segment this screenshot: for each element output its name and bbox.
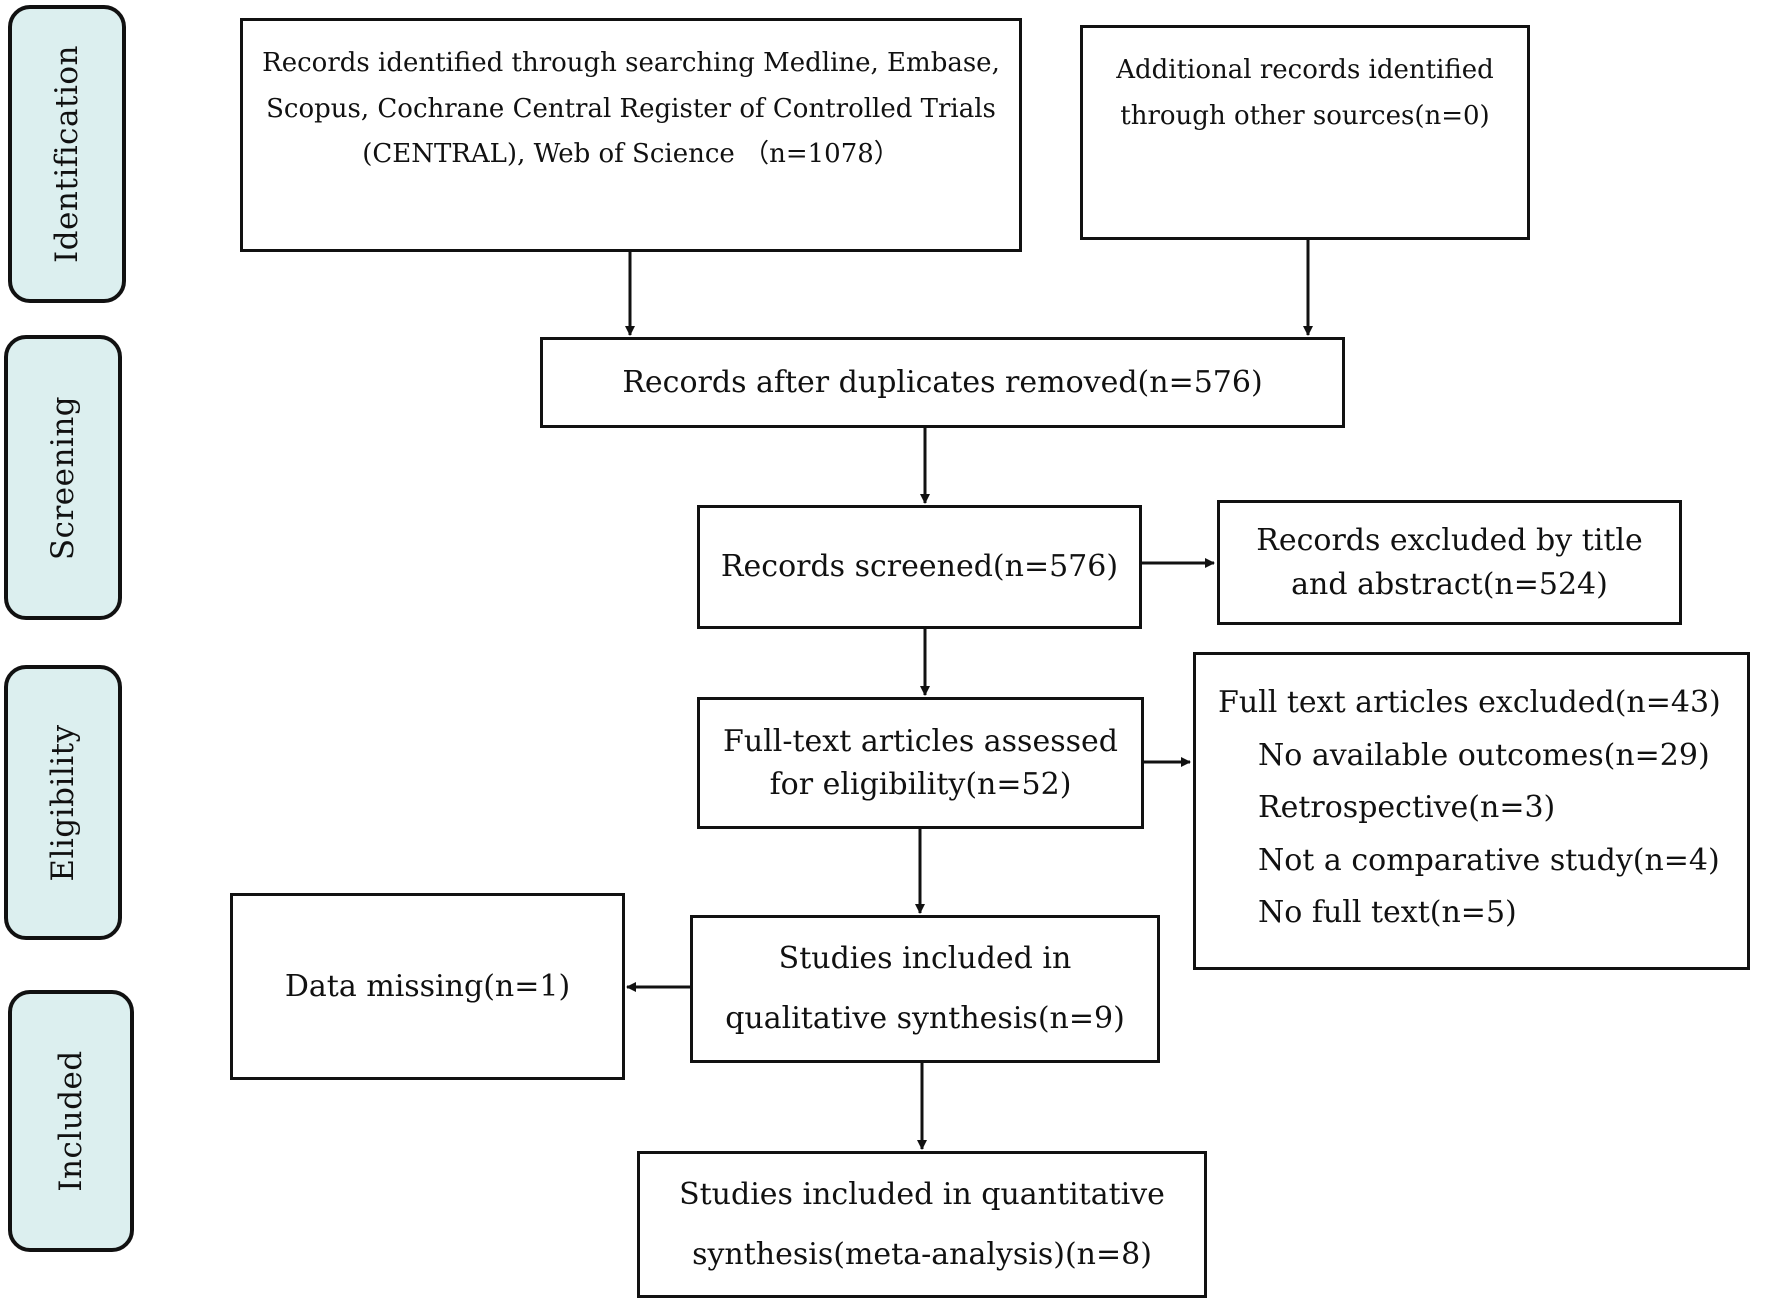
records-identified-line-2: Scopus, Cochrane Central Register of Con… <box>266 93 996 124</box>
phase-eligibility: Eligibility <box>4 665 122 940</box>
qualitative-line-1: Studies included in <box>778 941 1072 976</box>
records-screened-text: Records screened(n=576) <box>720 549 1119 585</box>
records-identified-line-1: Records identified through searching Med… <box>262 48 1000 78</box>
records-excluded-line-2: and abstract(n=524) <box>1291 566 1608 602</box>
additional-records-line-2: through other sources(n=0) <box>1120 100 1490 131</box>
phase-included: Included <box>8 990 134 1252</box>
box-after-duplicates: Records after duplicates removed(n=576) <box>540 337 1345 428</box>
phase-included-label: Included <box>53 1050 89 1192</box>
box-qualitative-synthesis: Studies included in qualitative synthesi… <box>690 915 1160 1063</box>
additional-records-line-1: Additional records identified <box>1116 55 1494 85</box>
fulltext-assessed-line-1: Full-text articles assessed <box>723 723 1118 759</box>
data-missing-text: Data missing(n=1) <box>284 968 571 1004</box>
records-identified-line-3: (CENTRAL), Web of Science （n=1078） <box>362 139 900 169</box>
excluded-reason-item: Not a comparative study(n=4) <box>1258 842 1720 878</box>
quantitative-line-1: Studies included in quantitative <box>679 1176 1165 1212</box>
box-additional-records: Additional records identified through ot… <box>1080 25 1530 240</box>
box-data-missing: Data missing(n=1) <box>230 893 625 1080</box>
box-quantitative-synthesis: Studies included in quantitative synthes… <box>637 1151 1207 1298</box>
records-excluded-line-1: Records excluded by title <box>1256 523 1643 558</box>
box-fulltext-excluded: Full text articles excluded(n=43) No ava… <box>1193 652 1750 970</box>
quantitative-line-2: synthesis(meta-analysis)(n=8) <box>692 1236 1152 1272</box>
qualitative-line-2: qualitative synthesis(n=9) <box>725 1001 1125 1036</box>
excluded-reason-item: No available outcomes(n=29) <box>1258 737 1710 773</box>
phase-identification: Identification <box>8 5 126 303</box>
phase-eligibility-label: Eligibility <box>45 723 81 882</box>
after-duplicates-text: Records after duplicates removed(n=576) <box>622 364 1263 400</box>
box-records-excluded: Records excluded by title and abstract(n… <box>1217 500 1682 625</box>
excluded-reason-item: Retrospective(n=3) <box>1258 790 1556 825</box>
box-fulltext-assessed: Full-text articles assessed for eligibil… <box>697 697 1144 829</box>
excluded-reason-item: No full text(n=5) <box>1258 895 1517 930</box>
box-records-screened: Records screened(n=576) <box>697 505 1142 629</box>
fulltext-excluded-title: Full text articles excluded(n=43) <box>1218 685 1721 720</box>
phase-identification-label: Identification <box>49 44 85 264</box>
fulltext-assessed-line-2: for eligibility(n=52) <box>769 767 1072 802</box>
phase-screening-label: Screening <box>45 395 81 560</box>
phase-screening: Screening <box>4 335 122 620</box>
box-records-identified: Records identified through searching Med… <box>240 18 1022 252</box>
